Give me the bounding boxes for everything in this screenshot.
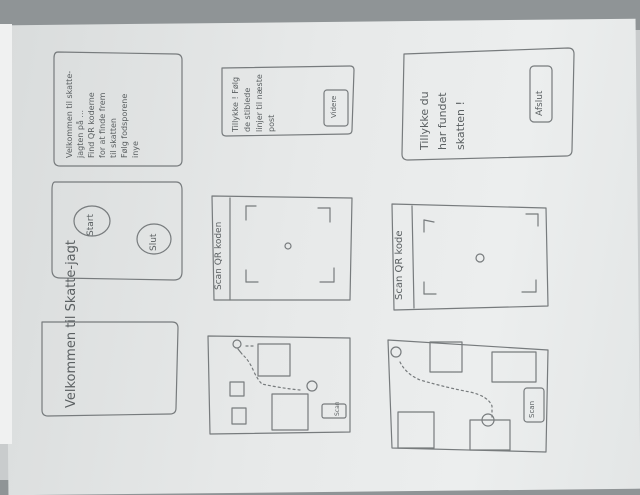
map1-building [229,381,245,397]
sketch-drawing [41,47,575,453]
scan2-title: Scan QR kode [394,230,405,300]
map1-screen-frame [207,335,351,435]
tillykke2-text: Tillykke du har fundet skatten ! [418,91,467,150]
afslut-button-frame [529,65,553,123]
tillykke2-screen-frame [401,47,575,161]
map1-building [271,393,309,431]
slut-button[interactable]: Slut [149,233,159,251]
map1-dotted-route [243,355,301,391]
map2-screen-frame [387,339,549,453]
instructions-text: Velkommen til skatte- jagten på ... Find… [65,70,140,158]
start-button[interactable]: Start [86,214,96,236]
map1-pin [232,339,242,349]
map2-building [397,411,435,449]
slut-button-circle [136,223,172,255]
map2-building [469,419,511,451]
map1-pin [306,380,318,392]
videre-button[interactable]: Videre [330,95,338,118]
welcome-text: Velkommen til Skatte-jagt [64,240,79,408]
instructions-screen-frame [53,51,183,167]
videre-button-frame [323,89,349,127]
afslut-button[interactable]: Afslut [535,90,545,116]
start-button-circle [73,205,111,237]
map2-scan-button [523,387,545,423]
map2-pin [390,346,402,358]
scan2-crosshair [475,253,485,263]
map2-building [491,351,537,383]
map2-scan-label[interactable]: Scan [528,400,536,418]
map1-scan-label[interactable]: Scan [334,401,341,416]
map2-building [429,341,463,373]
scan2-screen-frame [391,203,549,311]
welcome-screen-frame [41,321,179,417]
map1-building [257,343,291,377]
scan1-screen-frame [211,195,353,301]
start-screen-frame [51,181,183,281]
map1-scan-button [321,403,347,419]
tillykke1-screen-frame [221,65,355,137]
scan1-crosshair [284,242,292,250]
sheet-edge [0,24,12,444]
scan1-title: Scan QR koden [214,221,224,290]
map2-pin [481,413,495,427]
map1-building [231,407,247,425]
map2-dotted-route [399,361,493,419]
tillykke1-text: Tillykke ! Følg de stiblede linjer til n… [231,74,276,132]
